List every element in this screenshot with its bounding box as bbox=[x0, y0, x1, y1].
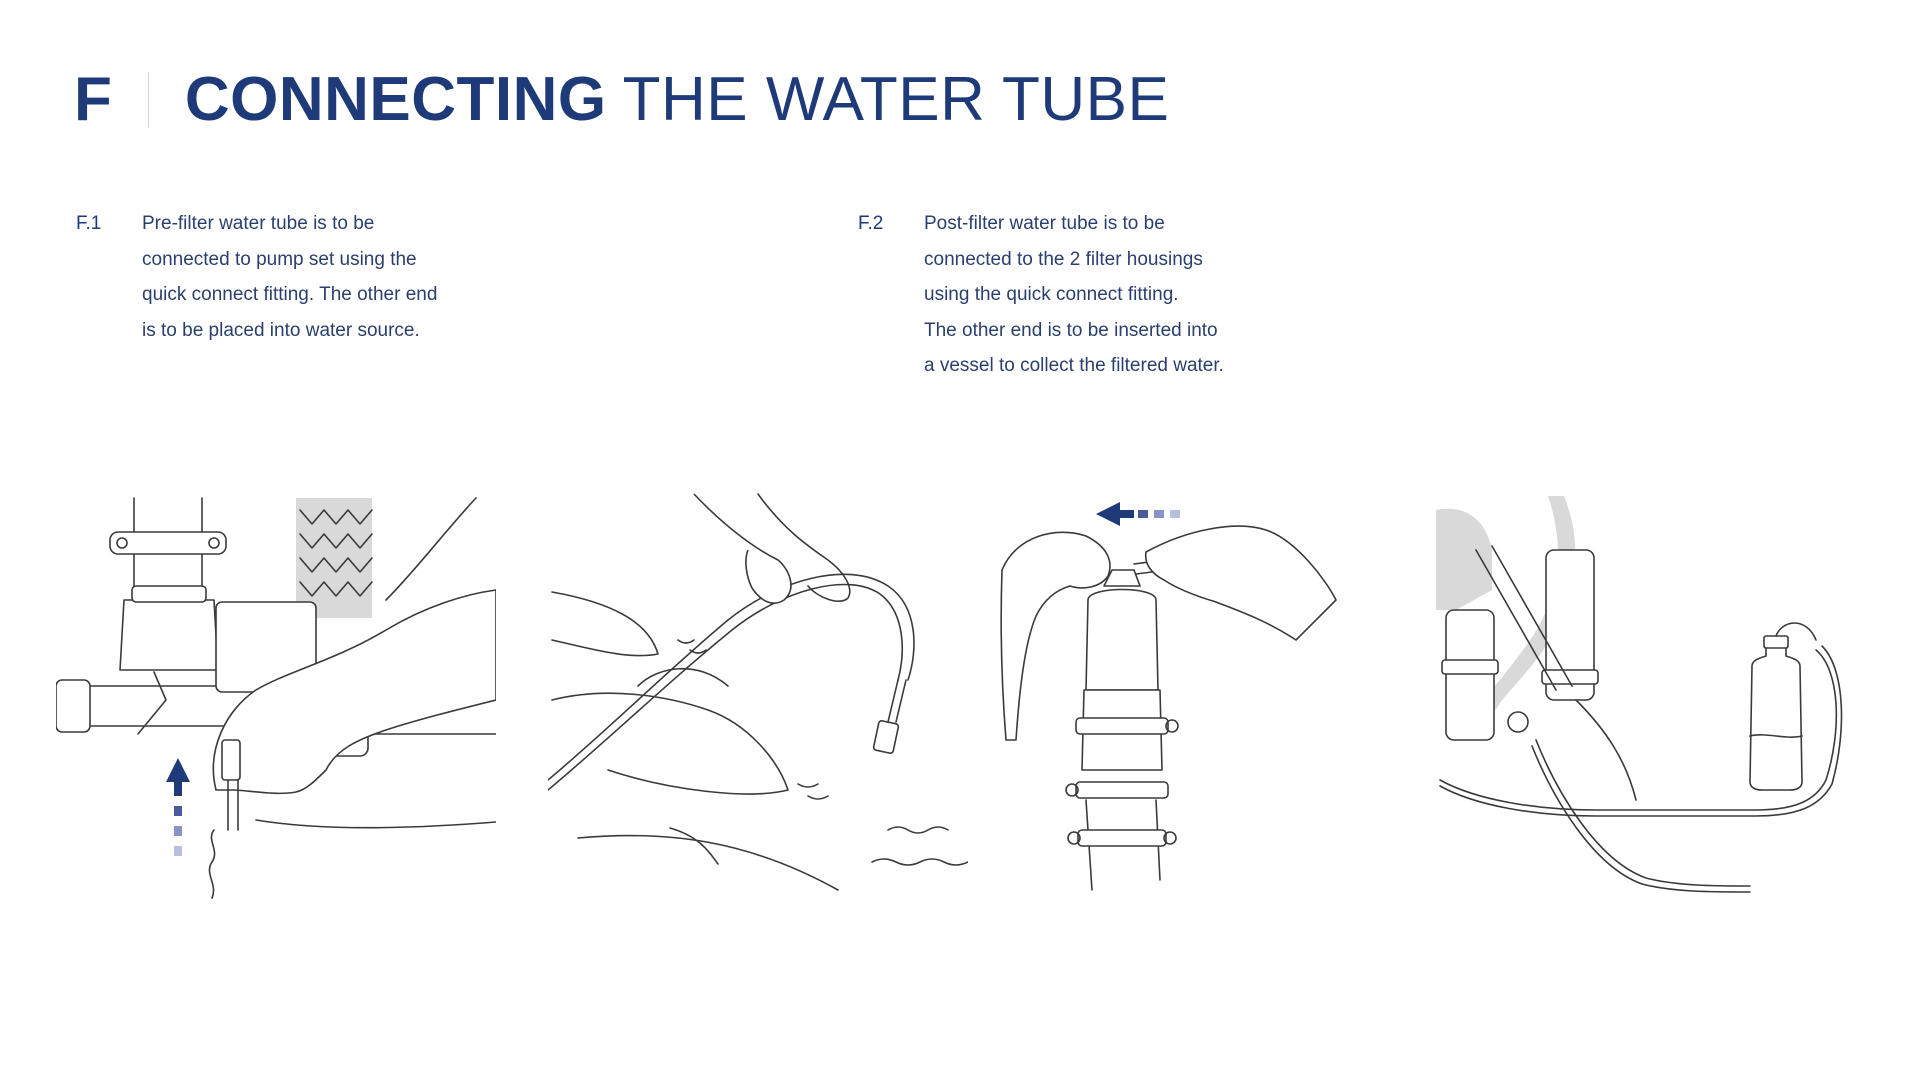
filter-connection-illustration bbox=[996, 490, 1416, 910]
step-line: The other end is to be inserted into bbox=[924, 319, 1218, 341]
step-line: is to be placed into water source. bbox=[142, 319, 420, 341]
pump-connection-illustration bbox=[56, 490, 496, 910]
step-description: Pre-filter water tube is to be connected… bbox=[142, 206, 482, 348]
page-title-bold: CONNECTING bbox=[184, 65, 607, 134]
vessel-collection-illustration bbox=[1436, 490, 1876, 910]
step-f1: F.1 Pre-filter water tube is to be conne… bbox=[76, 206, 482, 348]
step-f2: F.2 Post-filter water tube is to be conn… bbox=[858, 206, 1264, 384]
step-line: quick connect fitting. The other end bbox=[142, 284, 438, 305]
step-line: using the quick connect fitting. bbox=[924, 284, 1179, 305]
step-description: Post-filter water tube is to be connecte… bbox=[924, 206, 1264, 384]
step-line: Post-filter water tube is to be bbox=[924, 213, 1165, 234]
step-number: F.1 bbox=[76, 213, 102, 234]
step-line: a vessel to collect the filtered water. bbox=[924, 355, 1224, 376]
step-line: connected to pump set using the bbox=[142, 248, 417, 270]
section-header: F CONNECTING THE WATER TUBE bbox=[74, 60, 1169, 140]
tube-in-water-illustration bbox=[548, 490, 968, 910]
page-title-light: THE WATER TUBE bbox=[622, 65, 1170, 134]
section-letter: F bbox=[74, 65, 112, 134]
step-line: connected to the 2 filter housings bbox=[924, 248, 1203, 270]
step-line: Pre-filter water tube is to be bbox=[142, 213, 375, 234]
step-number: F.2 bbox=[858, 213, 884, 234]
header-divider bbox=[147, 72, 149, 128]
